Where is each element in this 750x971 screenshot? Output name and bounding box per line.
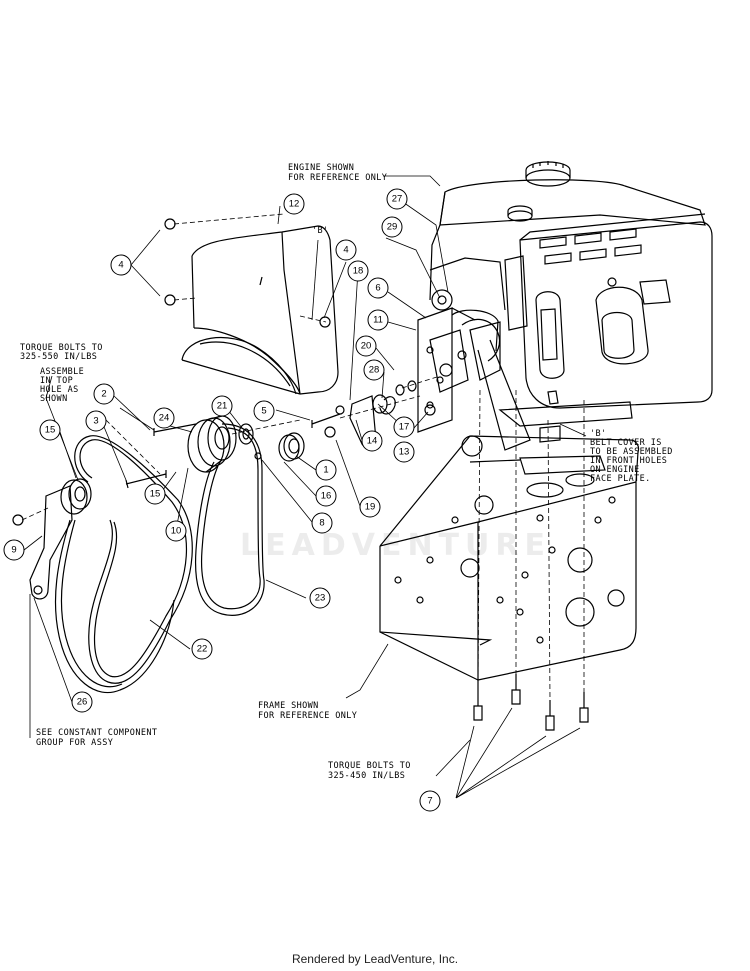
callout-21: 21 — [217, 401, 228, 412]
callout-27: 27 — [392, 194, 403, 205]
b-note-line1: 'B' — [590, 429, 607, 439]
engine-note-line1: ENGINE SHOWN — [288, 163, 354, 173]
bolt-2 — [153, 423, 197, 436]
callout-22: 22 — [197, 644, 208, 655]
idler-15 — [60, 478, 92, 515]
callout-26: 26 — [77, 697, 88, 708]
callout-2: 2 — [101, 389, 106, 400]
callout-9: 9 — [11, 545, 16, 556]
b-note-line3: TO BE ASSEMBLED — [590, 447, 673, 457]
callout-1: 1 — [323, 465, 328, 476]
callout-15-top: 15 — [45, 425, 56, 436]
assemble-line4: SHOWN — [40, 394, 68, 404]
callout-20: 20 — [361, 341, 372, 352]
callout-13: 13 — [399, 447, 410, 458]
callout-19: 19 — [365, 502, 376, 513]
callout-24: 24 — [159, 413, 170, 424]
b-note-line6: FACE PLATE. — [590, 474, 651, 484]
torque-top-line2: 325-550 IN/LBS — [20, 352, 97, 362]
b-note-line4: IN FRONT HOLES — [590, 456, 667, 466]
callout-8: 8 — [319, 518, 324, 529]
engine-outline — [429, 161, 713, 443]
torque-top-line1: TORQUE BOLTS TO — [20, 343, 103, 353]
callout-5: 5 — [261, 406, 266, 417]
callout-29: 29 — [387, 222, 398, 233]
callout-23: 23 — [315, 593, 326, 604]
torque-bottom-line1: TORQUE BOLTS TO — [328, 761, 411, 771]
bearing-1 — [278, 432, 305, 462]
washer-21 — [238, 423, 254, 445]
b-note-line5: ON ENGINE — [590, 465, 640, 475]
bolt-3 — [125, 470, 167, 489]
engine-note-line2: FOR REFERENCE ONLY — [288, 173, 387, 183]
belt-23 — [194, 423, 265, 616]
callout-15-bottom: 15 — [150, 489, 161, 500]
callout-3: 3 — [93, 416, 98, 427]
watermark-text: LEADVENTURE — [240, 528, 551, 563]
callout-12: 12 — [289, 199, 300, 210]
assemble-line2: IN TOP — [40, 376, 73, 386]
idler-bracket — [29, 485, 73, 600]
frame-note-line1: FRAME SHOWN — [258, 701, 319, 711]
assemble-line3: HOLE AS — [40, 385, 79, 395]
callout-7: 7 — [427, 796, 432, 807]
bolt-5 — [311, 413, 341, 428]
callout-4-right: 4 — [343, 245, 348, 256]
constant-note-line2: GROUP FOR ASSY — [36, 738, 113, 748]
callout-16: 16 — [321, 491, 332, 502]
callout-10: 10 — [171, 526, 182, 537]
belt-cover — [181, 225, 339, 395]
callout-14: 14 — [367, 436, 378, 447]
callout-4-left: 4 — [118, 260, 123, 271]
footer-credit: Rendered by LeadVenture, Inc. — [291, 952, 459, 966]
frame-note-line2: FOR REFERENCE ONLY — [258, 711, 357, 721]
callout-18: 18 — [353, 266, 364, 277]
mount-bracket — [417, 307, 531, 451]
assemble-line1: ASSEMBLE — [40, 367, 84, 377]
b-note-line2: BELT COVER IS — [590, 438, 662, 448]
frame-bolts — [473, 674, 589, 731]
callout-28: 28 — [369, 365, 380, 376]
callout-17: 17 — [399, 422, 410, 433]
callout-11: 11 — [373, 315, 383, 326]
b-marker-top: 'B' — [312, 226, 329, 236]
frame-outline — [379, 435, 640, 690]
torque-bottom-line2: 325-450 IN/LBS — [328, 771, 405, 781]
constant-note-line1: SEE CONSTANT COMPONENT — [36, 728, 157, 738]
callout-6: 6 — [375, 283, 380, 294]
pulley-24 — [187, 415, 237, 473]
